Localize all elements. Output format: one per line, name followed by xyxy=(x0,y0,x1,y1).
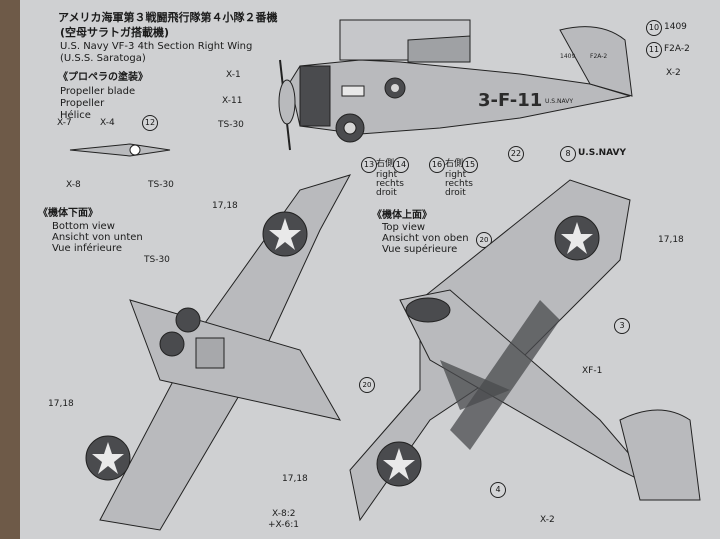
side-callout-f2a2: F2A-2 xyxy=(664,44,690,54)
ref-left-en: right xyxy=(376,170,398,180)
bottom-callout-1718-a: 17,18 xyxy=(212,201,238,211)
ref-left-jp: 右側 xyxy=(376,159,395,169)
bottom-callout-ts30: TS-30 xyxy=(144,255,170,265)
callout-3: 3 xyxy=(614,318,630,334)
top-view-line-1: Top view xyxy=(382,222,426,233)
propeller-callout-x8: X-8 xyxy=(66,180,81,190)
top-callout-x8-2: X-8:2 xyxy=(272,509,296,519)
callout-20-a: 20 xyxy=(476,232,492,248)
callout-22: 22 xyxy=(508,146,524,162)
side-callout-usnavy: U.S.NAVY xyxy=(578,148,626,158)
callout-16: 16 xyxy=(429,157,445,173)
propeller-callout-x4: X-4 xyxy=(100,118,115,128)
bottom-view-line-1: Bottom view xyxy=(52,221,115,232)
subtitle-english: (U.S.S. Saratoga) xyxy=(60,53,146,64)
title-japanese: アメリカ海軍第３戦闘飛行隊第４小隊２番機 xyxy=(58,11,278,24)
callout-20-b: 20 xyxy=(359,377,375,393)
callout-10: 10 xyxy=(646,20,662,36)
ref-left-fr: droit xyxy=(376,188,397,198)
callout-13: 13 xyxy=(361,157,377,173)
bottom-view-line-3: Vue inférieure xyxy=(52,243,123,254)
top-callout-1718-b: 17,18 xyxy=(282,474,308,484)
side-callout-x2: X-2 xyxy=(666,68,681,78)
side-callout-x11: X-11 xyxy=(222,96,243,106)
ref-right-en: right xyxy=(445,170,467,180)
bottom-callout-1718-b: 17,18 xyxy=(48,399,74,409)
top-callout-1718-a: 17,18 xyxy=(658,235,684,245)
propeller-callout-x7: X-7 xyxy=(57,118,72,128)
callout-4: 4 xyxy=(490,482,506,498)
callout-11: 11 xyxy=(646,42,662,58)
side-callout-x1: X-1 xyxy=(226,70,241,80)
propeller-line-1: Propeller blade xyxy=(60,86,136,97)
propeller-heading: 《プロペラの塗装》 xyxy=(58,72,148,83)
top-callout-x6-1: +X-6:1 xyxy=(268,520,299,530)
bottom-view-heading: 《機体下面》 xyxy=(38,208,98,219)
bottom-view-line-2: Ansicht von unten xyxy=(52,232,143,243)
ref-right-jp: 右側 xyxy=(445,159,464,169)
side-callout-ts30: TS-30 xyxy=(218,120,244,130)
callout-14: 14 xyxy=(393,157,409,173)
side-callout-1409: 1409 xyxy=(664,22,687,32)
top-view-line-2: Ansicht von oben xyxy=(382,233,469,244)
top-view-heading: 《機体上面》 xyxy=(372,210,432,221)
top-view-line-3: Vue supérieure xyxy=(382,244,458,255)
title-english: U.S. Navy VF-3 4th Section Right Wing xyxy=(60,41,253,52)
top-callout-x2: X-2 xyxy=(540,515,555,525)
callout-12: 12 xyxy=(142,115,158,131)
ref-right-fr: droit xyxy=(445,188,466,198)
propeller-line-3: Hélice xyxy=(60,110,91,121)
subtitle-japanese: (空母サラトガ搭載機) xyxy=(60,26,170,39)
top-callout-xf1: XF-1 xyxy=(582,366,603,376)
callout-15: 15 xyxy=(462,157,478,173)
callout-8: 8 xyxy=(560,146,576,162)
propeller-callout-ts30: TS-30 xyxy=(148,180,174,190)
propeller-line-2: Propeller xyxy=(60,98,105,109)
